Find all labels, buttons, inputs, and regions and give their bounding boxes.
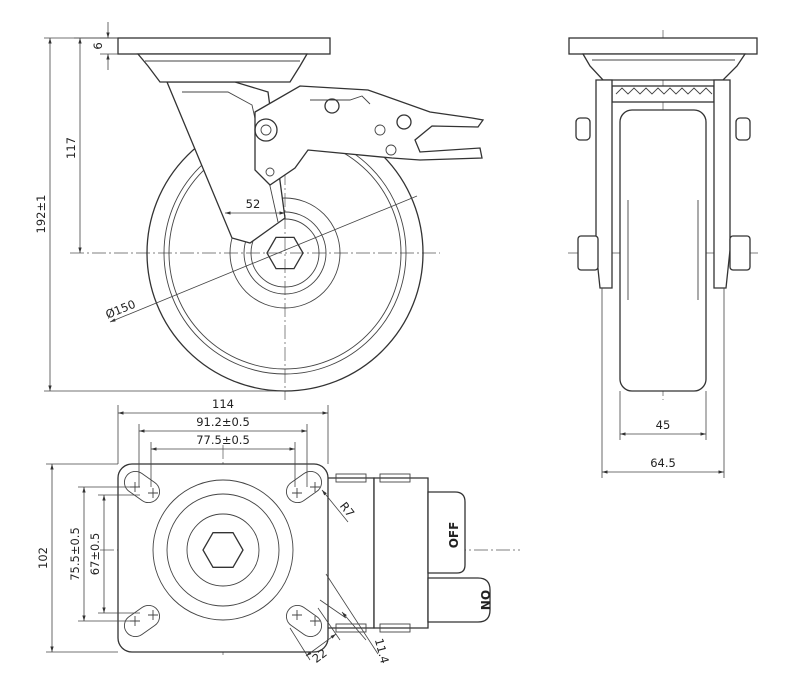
dim-114-label: 114 [212, 397, 234, 411]
plan-brake-housing: OFF ON [325, 473, 492, 633]
brake-off-label: OFF [447, 522, 461, 549]
front-wheel-tread [619, 109, 707, 392]
axle-nut-hexagon [266, 236, 304, 270]
dim-corner-radius: R7 [321, 489, 357, 523]
dim-slot-width: 11.4 [319, 573, 392, 665]
dim-75-5-label: 75.5±0.5 [68, 527, 82, 581]
front-brake-pin-left [575, 117, 591, 141]
dim-hole-spacing-x-outer: 91.2±0.5 [138, 415, 308, 487]
plan-kingpin-hexagon [202, 532, 244, 568]
side-view: 6 117 192±1 52 Ø150 [34, 22, 485, 400]
dim-swivel-offset: 52 [225, 197, 285, 215]
brake-pin-icon-2 [396, 114, 412, 130]
dim-102-label: 102 [36, 547, 50, 569]
dim-77-5-label: 77.5±0.5 [196, 433, 250, 447]
plan-view: OFF ON 114 [36, 397, 520, 666]
dim-plate-width: 114 [117, 397, 329, 464]
slot-hole-bottom-right [285, 604, 323, 638]
dim-6-label: 6 [91, 42, 105, 49]
dim-11-4-label: 11.4 [372, 637, 392, 665]
front-fork-left [595, 79, 613, 289]
dim-64-5-label: 64.5 [650, 456, 676, 470]
dim-52-label: 52 [246, 197, 261, 211]
dim-top-plate-thickness: 6 [91, 22, 118, 70]
slot-hole-top-left [123, 470, 161, 504]
brake-pivot-bolt [254, 118, 278, 142]
brake-pedal-on [427, 577, 491, 623]
dim-overall-width: 64.5 [601, 288, 725, 478]
front-brake-pin-right [735, 117, 751, 141]
front-bearing-race [611, 85, 715, 103]
plan-mounting-plate [117, 463, 329, 653]
front-top-plate [568, 37, 758, 55]
slot-hole-top-right [285, 470, 323, 504]
dim-67-label: 67±0.5 [88, 533, 102, 576]
dim-117-label: 117 [64, 137, 78, 159]
brake-on-label: ON [478, 590, 492, 610]
front-fork-right [713, 79, 731, 289]
dim-91-2-label: 91.2±0.5 [196, 415, 250, 429]
dim-192-label: 192±1 [34, 195, 48, 234]
dim-hole-spacing-y-inner: 67±0.5 [88, 494, 140, 614]
top-plate [117, 37, 331, 83]
dim-axle-height: 117 [64, 37, 118, 253]
brake-pin-icon [324, 98, 340, 114]
dim-45-label: 45 [656, 418, 671, 432]
total-brake-assembly [254, 85, 485, 186]
dim-overall-height: 192±1 [34, 37, 285, 392]
front-view: 45 64.5 [568, 30, 760, 478]
front-axle-nut-left [577, 235, 599, 271]
slot-hole-bottom-left [123, 604, 161, 638]
dim-hole-spacing-y-outer: 75.5±0.5 [68, 486, 140, 622]
front-axle-nut-right [729, 235, 751, 271]
dim-tread-width: 45 [619, 391, 707, 440]
dim-plate-length: 102 [36, 463, 118, 653]
brake-pedal-off [427, 491, 466, 574]
dim-hole-spacing-x-inner: 77.5±0.5 [150, 433, 296, 487]
